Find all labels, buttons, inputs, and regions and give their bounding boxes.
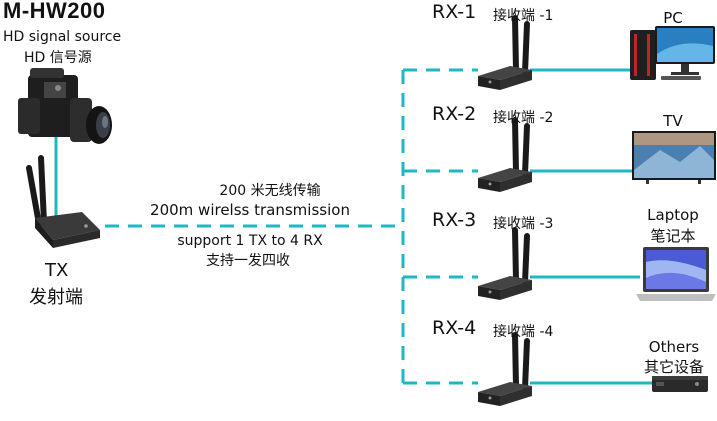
support-label-en: support 1 TX to 4 RX	[177, 233, 323, 249]
device-others-label: Others	[648, 338, 700, 356]
rx2-receiver-icon	[478, 117, 532, 192]
rx2-label: RX-2	[432, 103, 477, 125]
rx2-label-cn: 接收端 -2	[493, 110, 554, 126]
range-label-cn: 200 米无线传输	[219, 183, 321, 199]
rx1-label-cn: 接收端 -1	[493, 8, 554, 24]
pc-icon	[630, 26, 715, 80]
camera-icon	[18, 68, 112, 144]
source-label-cn: HD 信号源	[24, 50, 92, 66]
product-title: M-HW200	[3, 0, 106, 23]
rx3-label-cn: 接收端 -3	[493, 216, 554, 232]
tx-label-cn: 发射端	[29, 287, 83, 308]
support-label-cn: 支持一发四收	[206, 253, 290, 269]
device-laptop-label: Laptop	[647, 206, 699, 224]
rx1-label: RX-1	[432, 1, 477, 23]
rx4-label-cn: 接收端 -4	[493, 324, 554, 340]
other-device-icon	[652, 376, 708, 392]
rx1-receiver-icon	[478, 15, 532, 90]
device-tv-label: TV	[663, 112, 683, 130]
tx-label-en: TX	[45, 260, 69, 281]
rx4-receiver-icon	[478, 332, 532, 406]
rx3-receiver-icon	[478, 227, 532, 300]
range-label-en: 200m wirelss transmission	[150, 201, 350, 219]
output-cables	[530, 68, 652, 385]
source-label-en: HD signal source	[3, 29, 122, 45]
rx3-label: RX-3	[432, 209, 477, 231]
tv-icon	[632, 131, 716, 184]
device-pc-label: PC	[663, 9, 683, 27]
rx4-label: RX-4	[432, 317, 477, 339]
wireless-links	[105, 68, 478, 385]
laptop-icon	[636, 247, 716, 301]
device-others-label-cn: 其它设备	[643, 358, 704, 376]
tx-transmitter-icon	[26, 155, 100, 248]
device-laptop-label-cn: 笔记本	[650, 227, 696, 245]
